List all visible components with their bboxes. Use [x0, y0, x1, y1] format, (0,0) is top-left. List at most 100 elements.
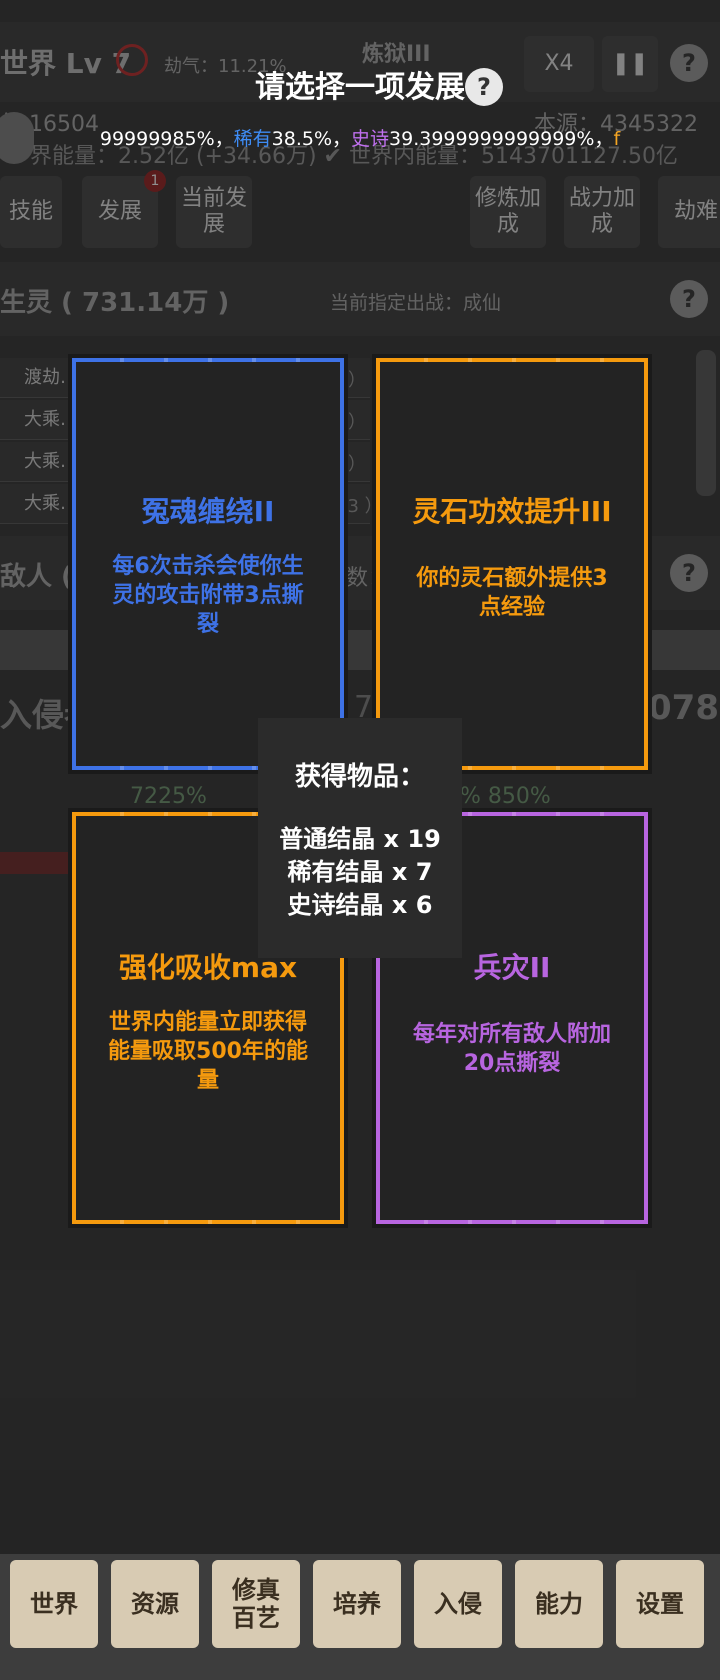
- prob-epic-label: 史诗: [351, 128, 390, 150]
- health-bar: [0, 852, 70, 874]
- border-sparkle: [120, 812, 124, 816]
- card-description: 每6次击杀会使你生灵的攻击附带3点撕裂: [112, 554, 304, 637]
- border-sparkle: [252, 358, 256, 362]
- energy-line: 界能量：2.52亿 (+34.66万) ✔ 世界内能量：5143701127.5…: [30, 144, 678, 169]
- develop-button[interactable]: 发展: [82, 176, 158, 248]
- nav-abilities[interactable]: 能力: [515, 1560, 603, 1648]
- border-sparkle: [600, 1220, 604, 1224]
- current-develop-button[interactable]: 当前发展: [176, 176, 252, 248]
- creatures-header: [0, 262, 720, 336]
- nav-train[interactable]: 培养: [313, 1560, 401, 1648]
- card-title: 灵石功效提升III: [412, 495, 612, 528]
- notification-badge: 1: [144, 170, 166, 192]
- border-sparkle: [600, 812, 604, 816]
- border-sparkle: [208, 812, 212, 816]
- nav-settings[interactable]: 设置: [616, 1560, 704, 1648]
- border-sparkle: [164, 766, 168, 770]
- luck-stat: 劫气：11.21%: [164, 56, 287, 77]
- border-sparkle: [164, 1220, 168, 1224]
- creatures-help-icon[interactable]: ?: [670, 280, 708, 318]
- row-suffix: 03 ）: [336, 496, 383, 517]
- border-sparkle: [468, 766, 472, 770]
- prob-common: 99999985%，: [99, 128, 234, 150]
- border-sparkle: [164, 812, 168, 816]
- border-sparkle: [252, 812, 256, 816]
- border-sparkle: [468, 812, 472, 816]
- card-description: 世界内能量立即获得能量吸取500年的能量: [108, 1010, 308, 1093]
- border-sparkle: [468, 1220, 472, 1224]
- border-sparkle: [512, 812, 516, 816]
- border-sparkle: [296, 1220, 300, 1224]
- border-sparkle: [556, 812, 560, 816]
- help-icon[interactable]: ?: [670, 44, 708, 82]
- development-card-2[interactable]: 灵石功效提升III 你的灵石额外提供3点经验: [376, 358, 648, 770]
- assigned-battle: 当前指定出战：成仙: [330, 292, 502, 314]
- obtained-item: 史诗结晶 x 6: [287, 891, 433, 919]
- combat-bonus-button[interactable]: 战力加成: [564, 176, 640, 248]
- development-card-4[interactable]: 兵灾II 每年对所有敌人附加20点撕裂: [376, 812, 648, 1224]
- modal-help-icon[interactable]: ?: [465, 68, 503, 106]
- border-sparkle: [120, 766, 124, 770]
- nav-invade[interactable]: 入侵: [414, 1560, 502, 1648]
- skills-button[interactable]: 技能: [0, 176, 62, 248]
- world-title: 世界 Lv 7: [0, 47, 132, 80]
- obtained-item: 稀有结晶 x 7: [287, 858, 433, 886]
- prob-rare-value: 38.5%，: [271, 128, 351, 150]
- prob-epic-value: 39.3999999999999%，: [389, 128, 614, 150]
- border-sparkle: [424, 1220, 428, 1224]
- border-sparkle: [556, 1220, 560, 1224]
- border-sparkle: [120, 1220, 124, 1224]
- percent-left: 7225%: [130, 784, 207, 809]
- scrollbar[interactable]: [696, 350, 716, 496]
- border-sparkle: [208, 358, 212, 362]
- obtained-item: 普通结晶 x 19: [279, 825, 441, 853]
- enemies-help-icon[interactable]: ?: [670, 554, 708, 592]
- border-sparkle: [556, 766, 560, 770]
- stat-right: 本源：4345322: [534, 112, 698, 137]
- border-sparkle: [556, 358, 560, 362]
- row-suffix: ）: [348, 370, 366, 391]
- stage-label: 炼狱III: [362, 42, 431, 67]
- border-sparkle: [120, 358, 124, 362]
- prob-rare-label: 稀有: [233, 128, 272, 150]
- cultivation-bonus-button[interactable]: 修炼加成: [470, 176, 546, 248]
- border-sparkle: [252, 766, 256, 770]
- card-title: 兵灾II: [473, 951, 551, 984]
- border-sparkle: [208, 766, 212, 770]
- card-title: 冤魂缠绕II: [141, 495, 275, 528]
- border-sparkle: [512, 766, 516, 770]
- creatures-count: 生灵 ( 731.14万 ): [0, 288, 230, 318]
- card-description: 每年对所有敌人附加20点撕裂: [412, 1022, 611, 1076]
- border-sparkle: [468, 358, 472, 362]
- nav-world[interactable]: 世界: [10, 1560, 98, 1648]
- nav-cultivation-arts[interactable]: 修真百艺: [212, 1560, 300, 1648]
- speed-button[interactable]: X4: [524, 36, 594, 92]
- nav-cultivation-arts-label: 修真百艺: [232, 1576, 280, 1632]
- prob-legendary-label: f: [613, 128, 621, 150]
- border-sparkle: [424, 358, 428, 362]
- border-sparkle: [600, 358, 604, 362]
- development-card-1[interactable]: 冤魂缠绕II 每6次击杀会使你生灵的攻击附带3点撕裂: [72, 358, 344, 770]
- row-suffix: ）: [348, 412, 366, 433]
- border-sparkle: [296, 358, 300, 362]
- border-sparkle: [252, 1220, 256, 1224]
- pause-button[interactable]: ❚❚: [602, 36, 658, 92]
- obtained-header: 获得物品：: [294, 762, 425, 792]
- avatar-icon[interactable]: [0, 112, 34, 164]
- border-sparkle: [512, 358, 516, 362]
- target-icon: [116, 44, 148, 76]
- nav-resources[interactable]: 资源: [111, 1560, 199, 1648]
- border-sparkle: [208, 1220, 212, 1224]
- bottom-area: [0, 1470, 720, 1554]
- card-description: 你的灵石额外提供3点经验: [416, 566, 608, 620]
- rarity-probabilities: 99999985%，稀有38.5%，史诗39.3999999999999%，f: [0, 124, 720, 151]
- percent-right: % 850%: [460, 784, 551, 809]
- enemies-label: 敌人 (: [0, 562, 73, 592]
- border-sparkle: [600, 766, 604, 770]
- calamity-button[interactable]: 劫难: [658, 176, 720, 248]
- obtained-items-popup: 获得物品： 普通结晶 x 19 稀有结晶 x 7 史诗结晶 x 6: [258, 718, 462, 958]
- border-sparkle: [164, 358, 168, 362]
- border-sparkle: [512, 1220, 516, 1224]
- invader-mid-num: 7: [354, 690, 374, 725]
